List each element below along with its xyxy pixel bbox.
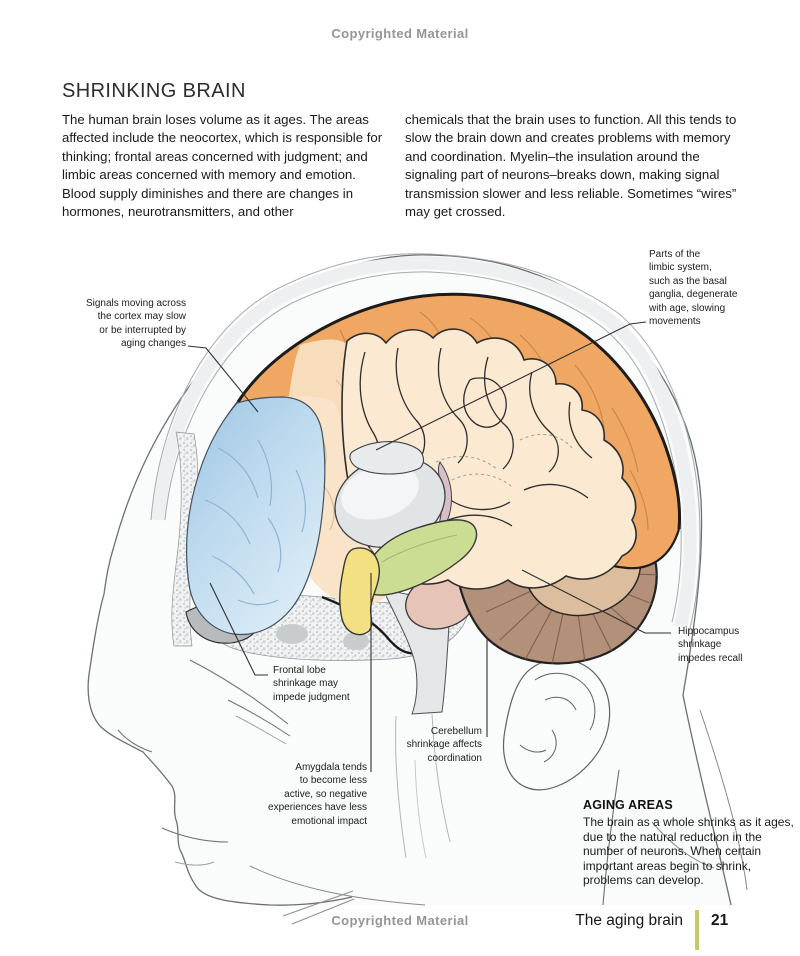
- callout-leader-lines: [187, 321, 671, 772]
- callout-frontal-lobe: Frontal lobe shrinkage may impede judgme…: [273, 665, 350, 703]
- amygdala-yellow: [339, 547, 381, 636]
- callout-signals: Signals moving across the cortex may slo…: [85, 298, 186, 350]
- page-number: 21: [711, 912, 729, 929]
- thalamus-gray: [334, 441, 453, 548]
- chapter-title: The aging brain: [575, 912, 683, 929]
- hippocampus-leader-line: [521, 569, 671, 634]
- collar-lines: [282, 890, 355, 925]
- frontal-lobe-blue: [185, 396, 326, 636]
- aging-areas-heading: AGING AREAS: [583, 798, 673, 812]
- callout-amygdala: Amygdala tends to become less active, so…: [268, 762, 367, 827]
- limbic-leader-line: [375, 321, 647, 451]
- copyright-notice-bottom: Copyrighted Material: [331, 913, 469, 928]
- basal-ganglia-green: [362, 519, 478, 596]
- neck-front-line: [602, 769, 620, 906]
- intro-column-right: chemicals that the brain uses to functio…: [405, 112, 737, 220]
- cut-gyri-lines: [359, 347, 593, 535]
- nostril-line: [117, 729, 153, 753]
- neck-crease: [699, 709, 748, 891]
- callout-limbic-system: Parts of the limbic system, such as the …: [649, 249, 738, 328]
- corpus-top: [349, 441, 425, 475]
- copyright-notice-top: Copyrighted Material: [331, 26, 469, 41]
- ear: [502, 658, 611, 791]
- aging-areas-body: The brain as a whole shrinks as it ages,…: [583, 815, 794, 888]
- intro-column-left: The human brain loses volume as it ages.…: [62, 112, 383, 220]
- frontal-gyri-lines: [204, 439, 306, 606]
- eyelid-line: [227, 699, 291, 737]
- throat-line: [249, 865, 426, 906]
- aging-areas-note: AGING AREAS The brain as a whole shrinks…: [583, 798, 800, 888]
- intro-paragraphs: The human brain loses volume as it ages.…: [62, 111, 748, 221]
- signals-leader-line: [187, 345, 259, 413]
- page-title: SHRINKING BRAIN: [62, 80, 246, 102]
- eyelid-line: [235, 715, 287, 745]
- lower-lip-line: [174, 861, 215, 866]
- callout-hippocampus: Hippocampus shrinkage impedes recall: [678, 626, 743, 664]
- frontal-leader-line: [209, 582, 268, 676]
- mouth-line: [161, 827, 229, 843]
- footer-accent-bar: [695, 910, 699, 950]
- neck-crease: [651, 821, 715, 869]
- callout-cerebellum: Cerebellum shrinkage affects coordinatio…: [406, 726, 482, 764]
- brow-line: [189, 659, 289, 725]
